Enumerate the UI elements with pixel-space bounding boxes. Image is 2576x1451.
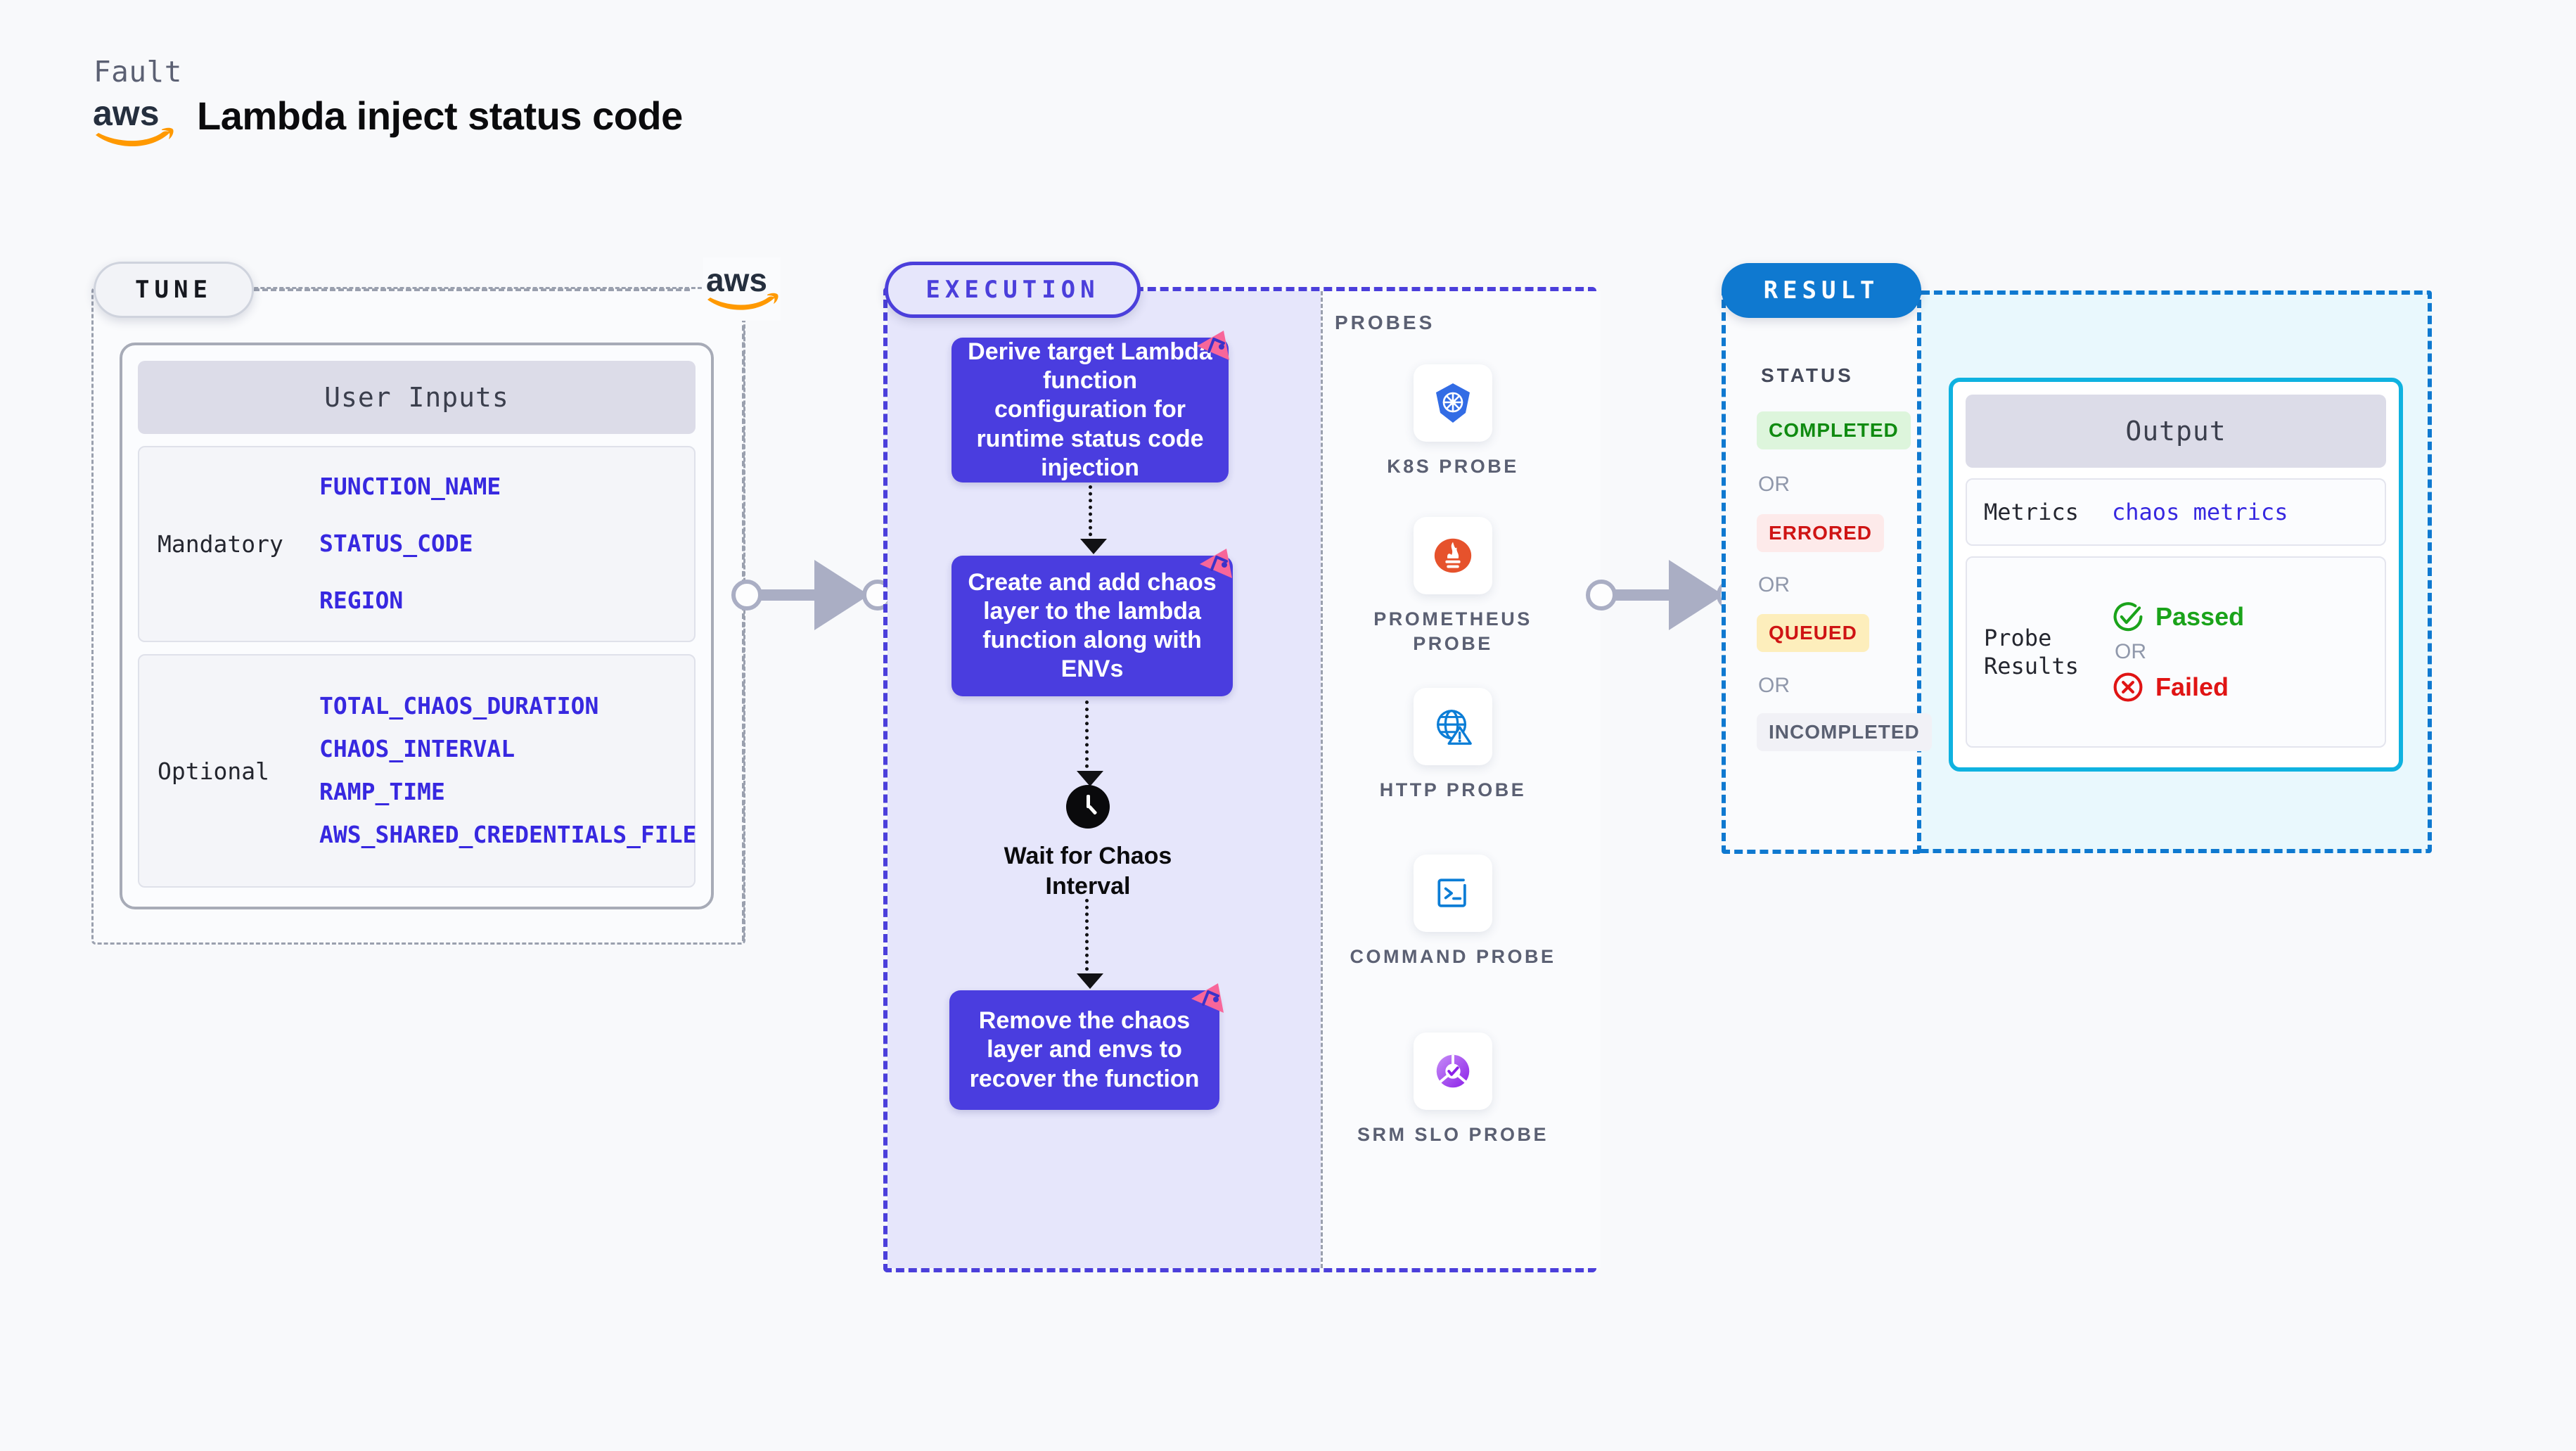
input-group-label: Mandatory — [158, 530, 283, 558]
probe-item-srm-slo[interactable]: SRM SLO PROBE — [1347, 1033, 1558, 1147]
probe-item-prometheus[interactable]: PROMETHEUS PROBE — [1347, 517, 1558, 656]
probe-result-passed-label: Passed — [2155, 602, 2245, 631]
input-value: STATUS_CODE — [319, 530, 473, 558]
output-row-label: Metrics — [1984, 499, 2079, 525]
probe-label: SRM SLO PROBE — [1357, 1124, 1549, 1145]
output-metrics-value: chaos metrics — [2112, 499, 2288, 525]
status-badge-errored: ERRORED — [1757, 514, 1885, 552]
page-eyebrow: Fault — [94, 55, 182, 89]
wait-label: Wait for Chaos Interval — [1004, 843, 1172, 900]
connector-tune-to-execution — [731, 556, 893, 633]
tune-dashed-connector — [254, 288, 690, 291]
execution-pill-text: EXECUTION — [925, 276, 1100, 304]
status-or-label: OR — [1758, 473, 1790, 496]
svg-text:aws: aws — [93, 94, 160, 133]
clock-icon — [1066, 785, 1110, 829]
tune-aws-logo-icon: aws — [703, 257, 781, 321]
probe-result-failed: Failed — [2112, 671, 2244, 703]
tune-pill-text: TUNE — [135, 276, 212, 304]
probe-result-failed-label: Failed — [2155, 672, 2229, 701]
flow-node-create-chaos-layer[interactable]: Create and add chaos layer to the lambda… — [951, 556, 1233, 696]
probe-result-options: Passed OR Failed — [2112, 601, 2244, 703]
probe-label: HTTP PROBE — [1379, 779, 1527, 800]
probe-result-or-label: OR — [2115, 640, 2146, 663]
flow-arrow — [1077, 701, 1103, 786]
flow-node-remove-chaos-layer[interactable]: Remove the chaos layer and envs to recov… — [949, 990, 1219, 1110]
arrow-tip — [1077, 771, 1103, 786]
arrow-tip — [1080, 539, 1107, 554]
flow-arrow — [1077, 899, 1103, 989]
http-globe-warning-icon — [1414, 688, 1492, 765]
input-value: FUNCTION_NAME — [319, 473, 501, 501]
status-or-label: OR — [1758, 573, 1790, 596]
connector-start-dot — [1586, 580, 1617, 611]
kubernetes-icon — [1414, 364, 1492, 442]
arrow-tip — [1077, 973, 1103, 989]
input-group-label: Optional — [158, 757, 269, 785]
probes-section-title: PROBES — [1335, 312, 1435, 333]
connector-start-dot — [731, 580, 762, 611]
page-title: Lambda inject status code — [197, 94, 683, 138]
output-row-probe-results: Probe Results Passed OR — [1966, 556, 2386, 748]
status-badge-queued: QUEUED — [1757, 614, 1869, 652]
user-inputs-title: User Inputs — [138, 361, 696, 434]
output-row-metrics: Metrics chaos metrics — [1966, 478, 2386, 546]
input-value-list: FUNCTION_NAME STATUS_CODE REGION — [319, 473, 501, 614]
probe-item-k8s[interactable]: K8S PROBE — [1347, 364, 1558, 479]
status-badge-completed: COMPLETED — [1757, 411, 1911, 449]
input-value: REGION — [319, 586, 404, 614]
probe-label: K8S PROBE — [1387, 456, 1519, 477]
status-section-title: STATUS — [1761, 364, 1854, 386]
input-value: AWS_SHARED_CREDENTIALS_FILE — [319, 820, 697, 848]
input-value: CHAOS_INTERVAL — [319, 735, 515, 763]
input-value-list: TOTAL_CHAOS_DURATION CHAOS_INTERVAL RAMP… — [319, 692, 697, 848]
status-or-label: OR — [1758, 674, 1790, 697]
flow-node-wait-for-chaos-interval: Wait for Chaos Interval — [986, 785, 1190, 901]
probe-item-command[interactable]: COMMAND PROBE — [1347, 855, 1558, 969]
input-group-mandatory: Mandatory FUNCTION_NAME STATUS_CODE REGI… — [138, 446, 696, 642]
input-value: TOTAL_CHAOS_DURATION — [319, 692, 599, 720]
output-title: Output — [1966, 395, 2386, 468]
svg-text:aws: aws — [706, 262, 767, 298]
connector-arrowhead — [814, 560, 869, 630]
execution-pill-label[interactable]: EXECUTION — [885, 262, 1141, 318]
output-row-label: Probe Results — [1984, 625, 2079, 679]
terminal-icon — [1414, 855, 1492, 932]
input-value: RAMP_TIME — [319, 778, 445, 805]
connector-arrowhead — [1669, 560, 1724, 630]
srm-slo-icon — [1414, 1033, 1492, 1110]
aws-logo-icon: aws — [91, 90, 176, 152]
tune-pill-label[interactable]: TUNE — [94, 262, 254, 318]
check-circle-icon — [2112, 601, 2144, 633]
user-inputs-card: User Inputs Mandatory FUNCTION_NAME STAT… — [120, 343, 714, 909]
probe-label: PROMETHEUS PROBE — [1373, 608, 1532, 655]
flow-node-derive-config[interactable]: Derive target Lambda function configurat… — [951, 338, 1229, 482]
input-group-optional: Optional TOTAL_CHAOS_DURATION CHAOS_INTE… — [138, 654, 696, 888]
flow-arrow — [1080, 485, 1107, 554]
probe-label: COMMAND PROBE — [1350, 946, 1556, 967]
x-circle-icon — [2112, 671, 2144, 703]
status-badge-incompleted: INCOMPLETED — [1757, 713, 1932, 751]
result-pill-text: RESULT — [1763, 276, 1880, 305]
result-pill-label[interactable]: RESULT — [1722, 263, 1921, 318]
prometheus-icon — [1414, 517, 1492, 594]
probe-item-http[interactable]: HTTP PROBE — [1347, 688, 1558, 803]
probe-result-passed: Passed — [2112, 601, 2244, 633]
output-card: Output Metrics chaos metrics Probe Resul… — [1949, 378, 2403, 772]
